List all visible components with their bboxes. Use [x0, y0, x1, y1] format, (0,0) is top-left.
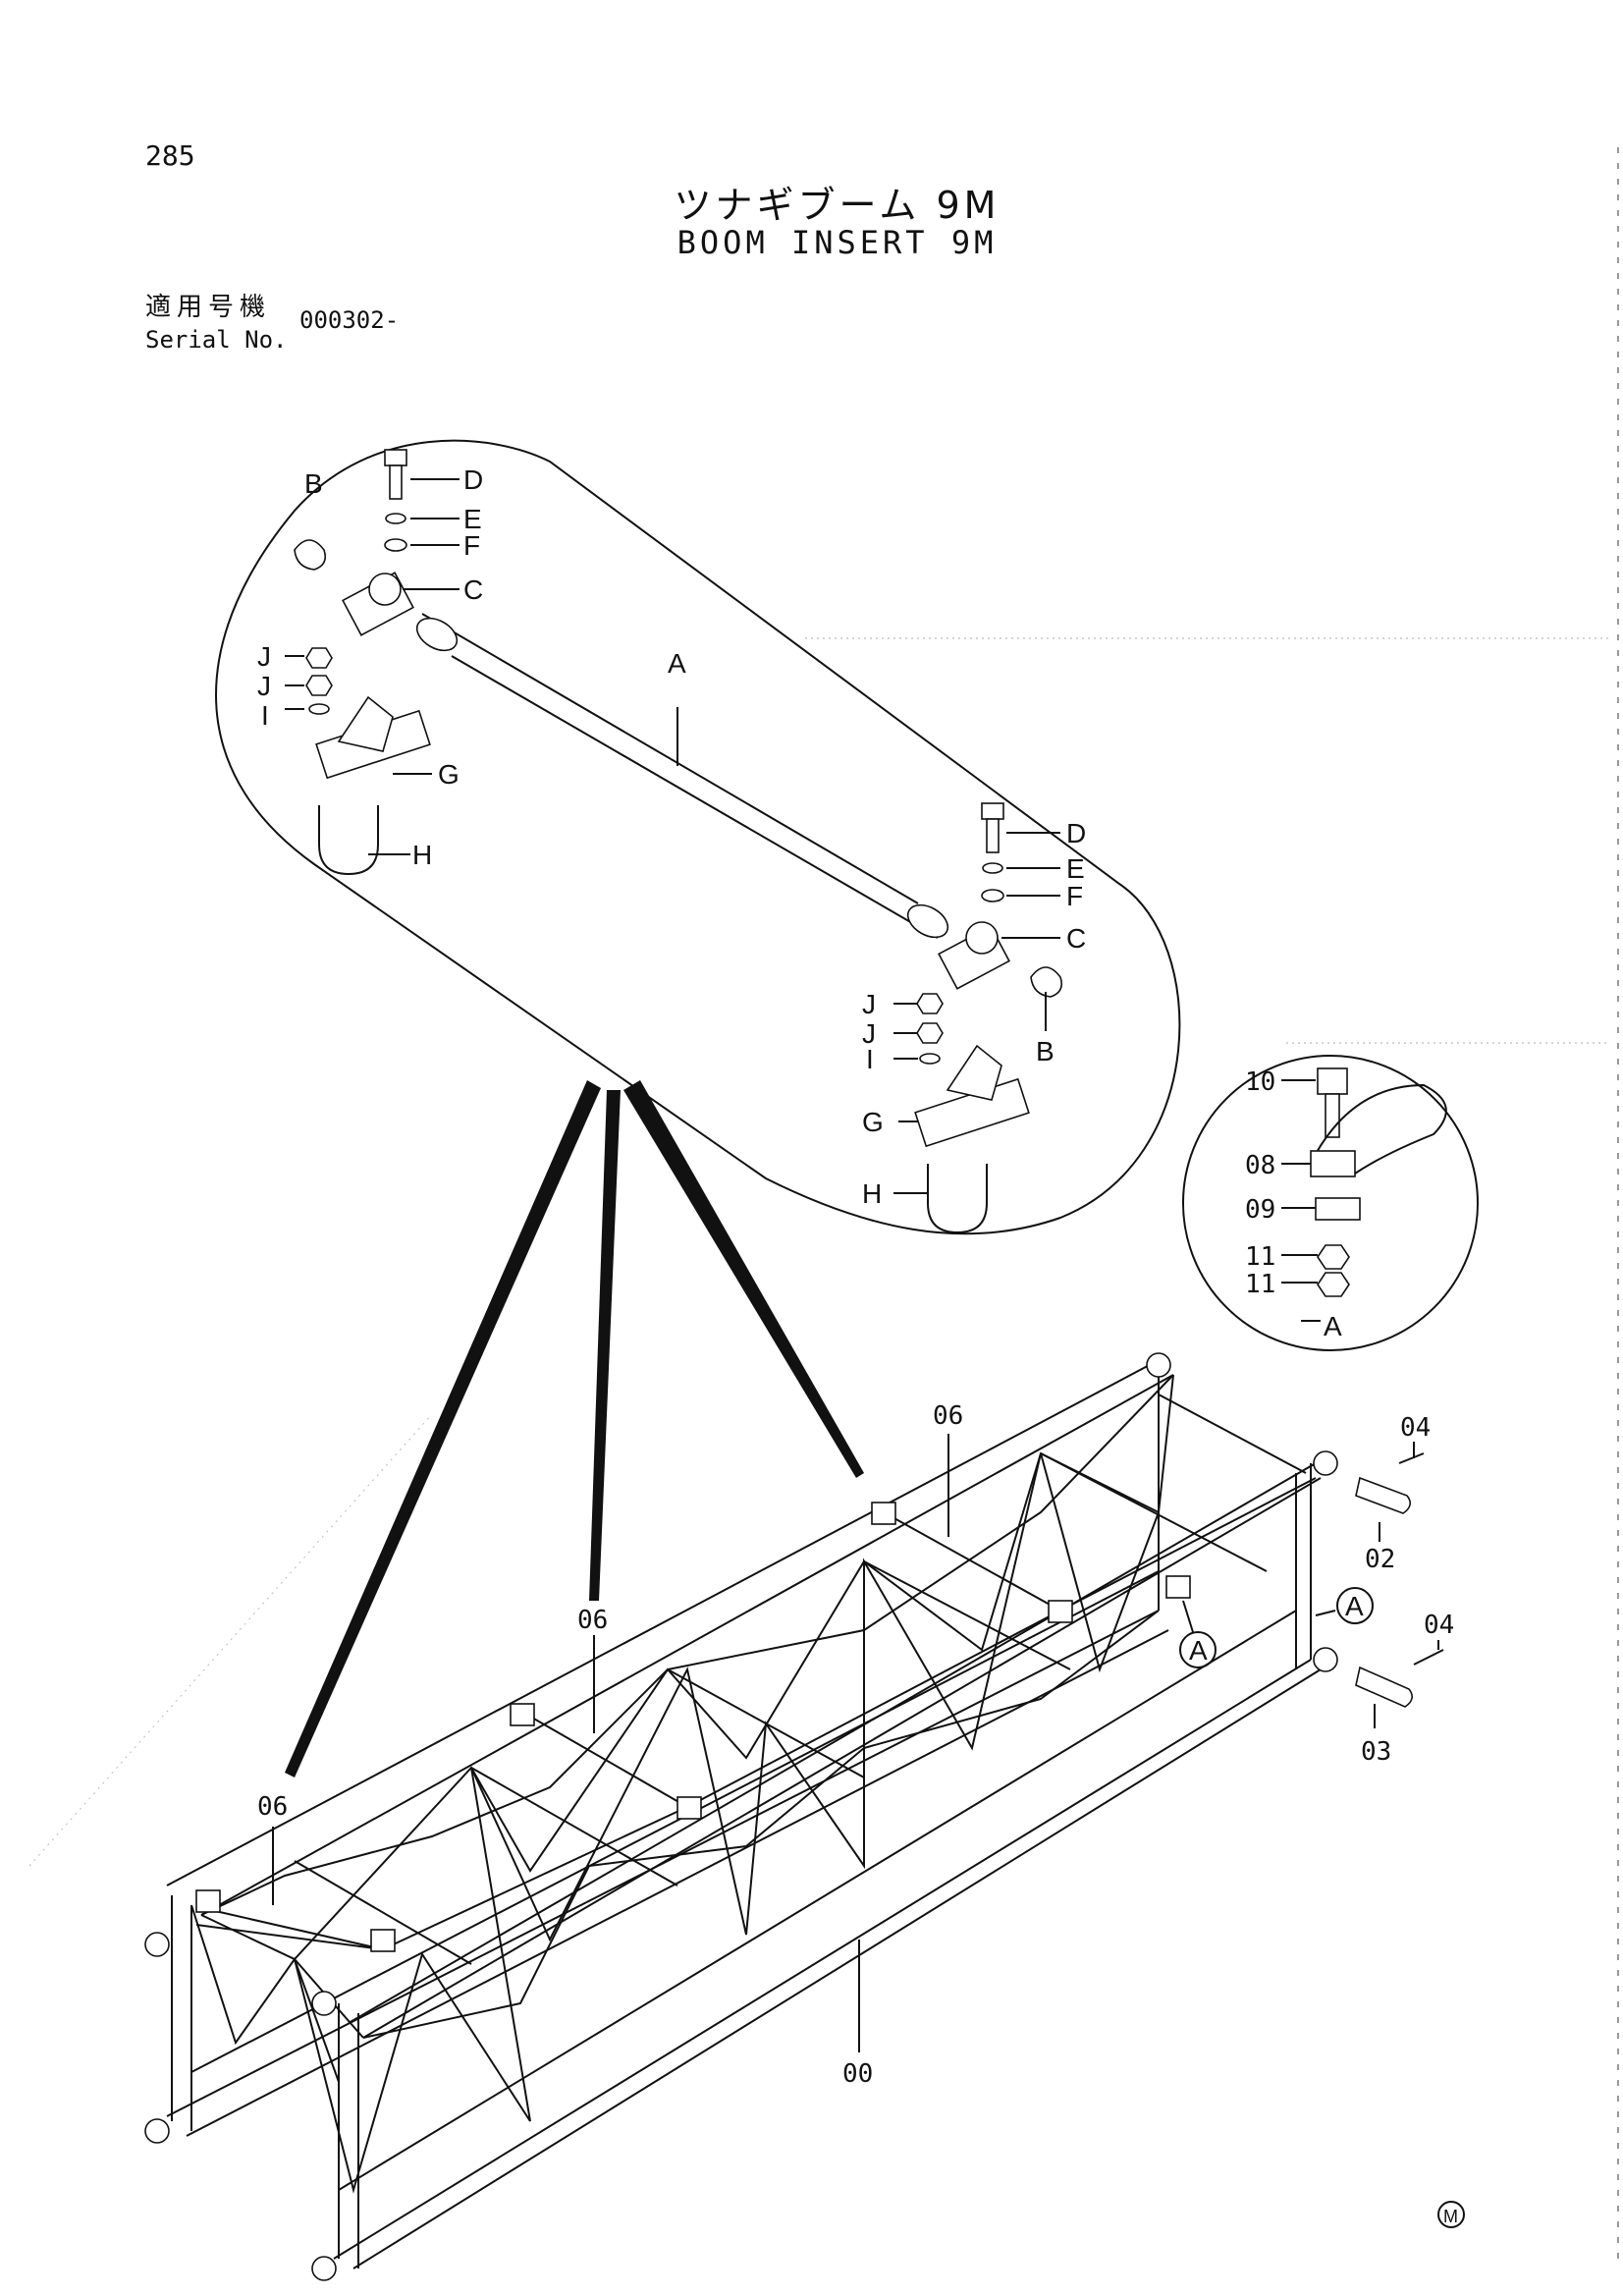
assembly-leaders [272, 1434, 1439, 2052]
label-h-right: H [862, 1178, 882, 1209]
label-j2-right: J [862, 1018, 876, 1049]
label-g-right: G [862, 1107, 884, 1137]
right-bracket-assembly [914, 802, 1063, 1234]
label-c-right: C [1066, 923, 1086, 954]
label-c-left: C [463, 574, 483, 605]
label-e-left: E [463, 504, 482, 534]
label-f-right: F [1066, 881, 1083, 911]
label-02-pin: 02 [1365, 1545, 1395, 1574]
label-10: 10 [1245, 1067, 1275, 1097]
page-number: 285 [145, 139, 195, 172]
boom-insert-frame [166, 1359, 1322, 2269]
label-j1-right: J [862, 989, 876, 1019]
label-e-right: E [1066, 853, 1085, 884]
marker-a-right: A [1345, 1591, 1364, 1621]
label-b-right: B [1036, 1036, 1055, 1066]
label-06-right: 06 [933, 1401, 963, 1431]
label-h-left: H [412, 840, 432, 870]
marker-a-inner: A [1189, 1635, 1208, 1666]
label-f-left: F [463, 530, 480, 561]
detail-capsule [215, 439, 1181, 1235]
label-06-middle: 06 [577, 1606, 608, 1635]
label-a-shaft: A [668, 648, 686, 679]
capsule-leaders [285, 478, 1060, 1194]
label-06-left: 06 [257, 1792, 288, 1822]
left-bracket-assembly [294, 449, 431, 876]
footer-mark: M [1443, 2207, 1458, 2226]
label-d-left: D [463, 465, 483, 495]
label-00-frame: 00 [842, 2059, 873, 2089]
label-11-a: 11 [1245, 1242, 1275, 1272]
label-09: 09 [1245, 1195, 1275, 1225]
label-04-upper: 04 [1400, 1413, 1431, 1443]
label-i-right: I [866, 1044, 874, 1074]
serial-label-en: Serial No. [145, 326, 288, 354]
pins [1355, 1452, 1444, 1708]
detail-a-markers [1179, 1587, 1374, 1668]
shaft-a [415, 613, 949, 939]
detail-circle-a [1182, 1055, 1479, 1351]
label-03-pin: 03 [1361, 1737, 1391, 1767]
label-j1-left: J [257, 641, 271, 672]
callout-pointers [285, 1080, 864, 1777]
label-i-left: I [261, 700, 269, 731]
label-j2-left: J [257, 671, 271, 701]
label-b-left: B [304, 468, 323, 499]
serial-number: 000302- [299, 306, 400, 334]
page-title-jp: ツナギブーム 9M [674, 184, 1001, 227]
serial-label-jp: 適用号機 [145, 293, 272, 322]
label-d-right: D [1066, 818, 1086, 848]
label-08: 08 [1245, 1151, 1275, 1180]
boom-lugs [144, 1352, 1338, 2281]
label-detail-a-caption: A [1324, 1311, 1342, 1341]
label-04-lower: 04 [1424, 1611, 1454, 1640]
label-g-left: G [438, 759, 460, 790]
label-11-b: 11 [1245, 1270, 1275, 1299]
page-title-en: BOOM INSERT 9M [676, 224, 998, 261]
footer-mark-circle [1437, 2201, 1465, 2228]
